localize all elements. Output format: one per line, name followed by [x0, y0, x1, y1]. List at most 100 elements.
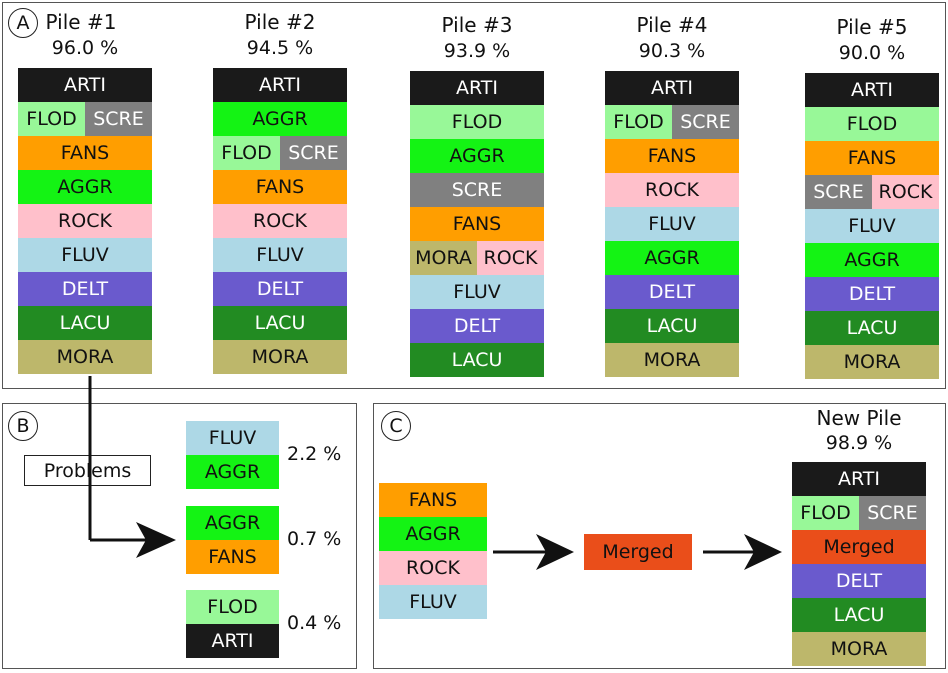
merge-arrow-1-head	[536, 534, 574, 570]
cell-arti: ARTI	[792, 462, 926, 496]
cell-aggr: AGGR	[186, 455, 279, 489]
cell-fans: FANS	[410, 207, 544, 241]
pile-row: FLUV	[805, 209, 939, 243]
input-row: ROCK	[379, 551, 487, 585]
pair-percent: 0.4 %	[287, 612, 342, 634]
cell-aggr: AGGR	[605, 241, 739, 275]
cell-flod: FLOD	[18, 102, 85, 136]
cell-fluv: FLUV	[605, 207, 739, 241]
pile-row: MORA	[213, 340, 347, 374]
pile-row: ARTI	[805, 73, 939, 107]
cell-rock: ROCK	[872, 175, 939, 209]
pile-row: FLOD	[410, 105, 544, 139]
pair-row: FANS	[186, 540, 279, 574]
new-pile-row: LACU	[792, 598, 926, 632]
cell-fans: FANS	[213, 170, 347, 204]
cell-rock: ROCK	[379, 551, 487, 585]
cell-lacu: LACU	[410, 343, 544, 377]
pile-row: FANS	[410, 207, 544, 241]
new-pile-percent: 98.9 %	[825, 432, 893, 454]
pile-row: AGGR	[213, 102, 347, 136]
cell-mora: MORA	[213, 340, 347, 374]
cell-fans: FANS	[186, 540, 279, 574]
cell-arti: ARTI	[213, 68, 347, 102]
pile-row: ARTI	[605, 71, 739, 105]
cell-flod: FLOD	[213, 136, 280, 170]
problems-arrow-head	[136, 522, 176, 558]
cell-arti: ARTI	[805, 73, 939, 107]
cell-arti: ARTI	[605, 71, 739, 105]
cell-lacu: LACU	[213, 306, 347, 340]
pile-row: DELT	[18, 272, 152, 306]
pile-row: DELT	[605, 275, 739, 309]
cell-lacu: LACU	[792, 598, 926, 632]
cell-scre: SCRE	[85, 102, 152, 136]
cell-mora: MORA	[410, 241, 477, 275]
pair-row: FLUV	[186, 421, 279, 455]
pile-row: ROCK	[18, 204, 152, 238]
cell-fans: FANS	[379, 483, 487, 517]
panel-a-letter: A	[8, 8, 38, 38]
cell-aggr: AGGR	[379, 517, 487, 551]
pile-title: Pile #5	[836, 15, 908, 39]
cell-fans: FANS	[805, 141, 939, 175]
cell-mora: MORA	[792, 632, 926, 666]
pile-row: FANS	[605, 139, 739, 173]
pile-row: MORA	[18, 340, 152, 374]
pair-percent: 0.7 %	[287, 528, 342, 550]
pile-row: ROCK	[213, 204, 347, 238]
pile-percent: 90.0 %	[838, 42, 906, 64]
pile-row: ARTI	[213, 68, 347, 102]
cell-mora: MORA	[805, 345, 939, 379]
pile-row: LACU	[410, 343, 544, 377]
pile-row: LACU	[18, 306, 152, 340]
cell-arti: ARTI	[186, 624, 279, 658]
cell-fluv: FLUV	[410, 275, 544, 309]
cell-lacu: LACU	[805, 311, 939, 345]
pile-row: AGGR	[18, 170, 152, 204]
cell-delt: DELT	[18, 272, 152, 306]
input-row: FLUV	[379, 585, 487, 619]
pile-row: ROCK	[605, 173, 739, 207]
cell-rock: ROCK	[213, 204, 347, 238]
pile-row: DELT	[805, 277, 939, 311]
cell-scre: SCRE	[280, 136, 347, 170]
cell-fans: FANS	[18, 136, 152, 170]
new-pile-row: DELT	[792, 564, 926, 598]
pair-row: ARTI	[186, 624, 279, 658]
cell-aggr: AGGR	[186, 506, 279, 540]
cell-flod: FLOD	[792, 496, 859, 530]
cell-aggr: AGGR	[18, 170, 152, 204]
cell-fluv: FLUV	[18, 238, 152, 272]
cell-fluv: FLUV	[805, 209, 939, 243]
pile-row: MORA	[605, 343, 739, 377]
cell-lacu: LACU	[18, 306, 152, 340]
pile-row: ARTI	[410, 71, 544, 105]
pair-row: AGGR	[186, 455, 279, 489]
pile-row: DELT	[410, 309, 544, 343]
cell-arti: ARTI	[18, 68, 152, 102]
pile-row: FLUV	[410, 275, 544, 309]
pair-percent: 2.2 %	[287, 443, 342, 465]
input-row: AGGR	[379, 517, 487, 551]
cell-aggr: AGGR	[213, 102, 347, 136]
merged-box: Merged	[584, 534, 692, 570]
pile-row: FLUV	[18, 238, 152, 272]
pair-row: FLOD	[186, 590, 279, 624]
pile-row: FANS	[213, 170, 347, 204]
pile-row: SCRE	[410, 173, 544, 207]
cell-rock: ROCK	[18, 204, 152, 238]
pile-row: FANS	[805, 141, 939, 175]
cell-scre: SCRE	[410, 173, 544, 207]
cell-mora: MORA	[18, 340, 152, 374]
panel-b-letter: B	[8, 411, 38, 441]
